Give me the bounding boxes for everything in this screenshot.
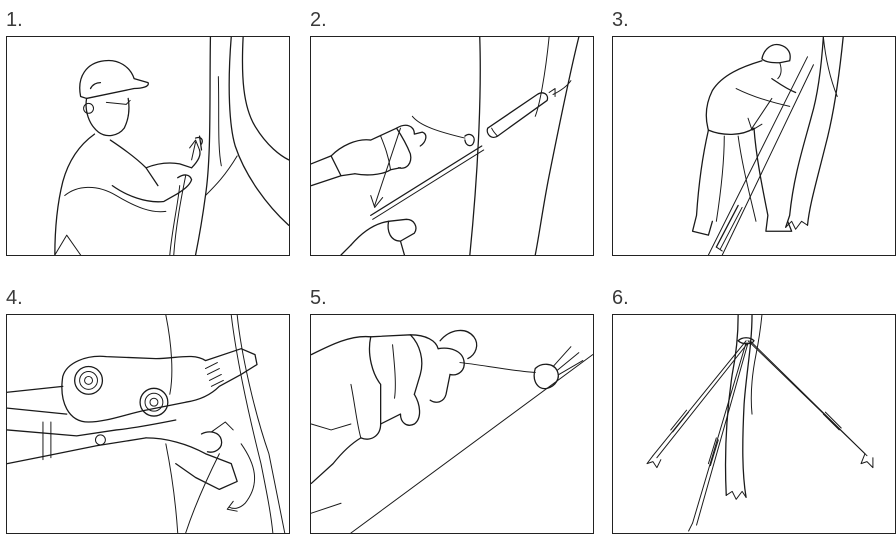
worker-at-tree-illustration [7,37,289,255]
tensioning-cable-illustration [311,315,593,533]
step-3: 3. [612,10,896,266]
staked-tree-illustration [613,315,895,533]
step-number: 3. [612,10,629,30]
step-illustration-pulling-cable [612,36,896,256]
step-number: 2. [310,10,327,30]
step-number: 5. [310,288,327,308]
step-illustration-driving-anchor [310,36,594,256]
step-6: 6. [612,288,896,544]
pulling-cable-illustration [613,37,895,255]
driving-anchor-illustration [311,37,593,255]
step-2: 2. [310,10,600,266]
step-5: 5. [310,288,600,544]
step-number: 1. [6,10,23,30]
step-illustration-worker-at-tree [6,36,290,256]
step-4: 4. [6,288,296,544]
step-number: 6. [612,288,629,308]
step-illustration-locking-tool [6,314,290,534]
step-illustration-tensioning-cable [310,314,594,534]
step-illustration-staked-tree [612,314,896,534]
step-number: 4. [6,288,23,308]
step-1: 1. [6,10,296,266]
locking-tool-illustration [7,315,289,533]
